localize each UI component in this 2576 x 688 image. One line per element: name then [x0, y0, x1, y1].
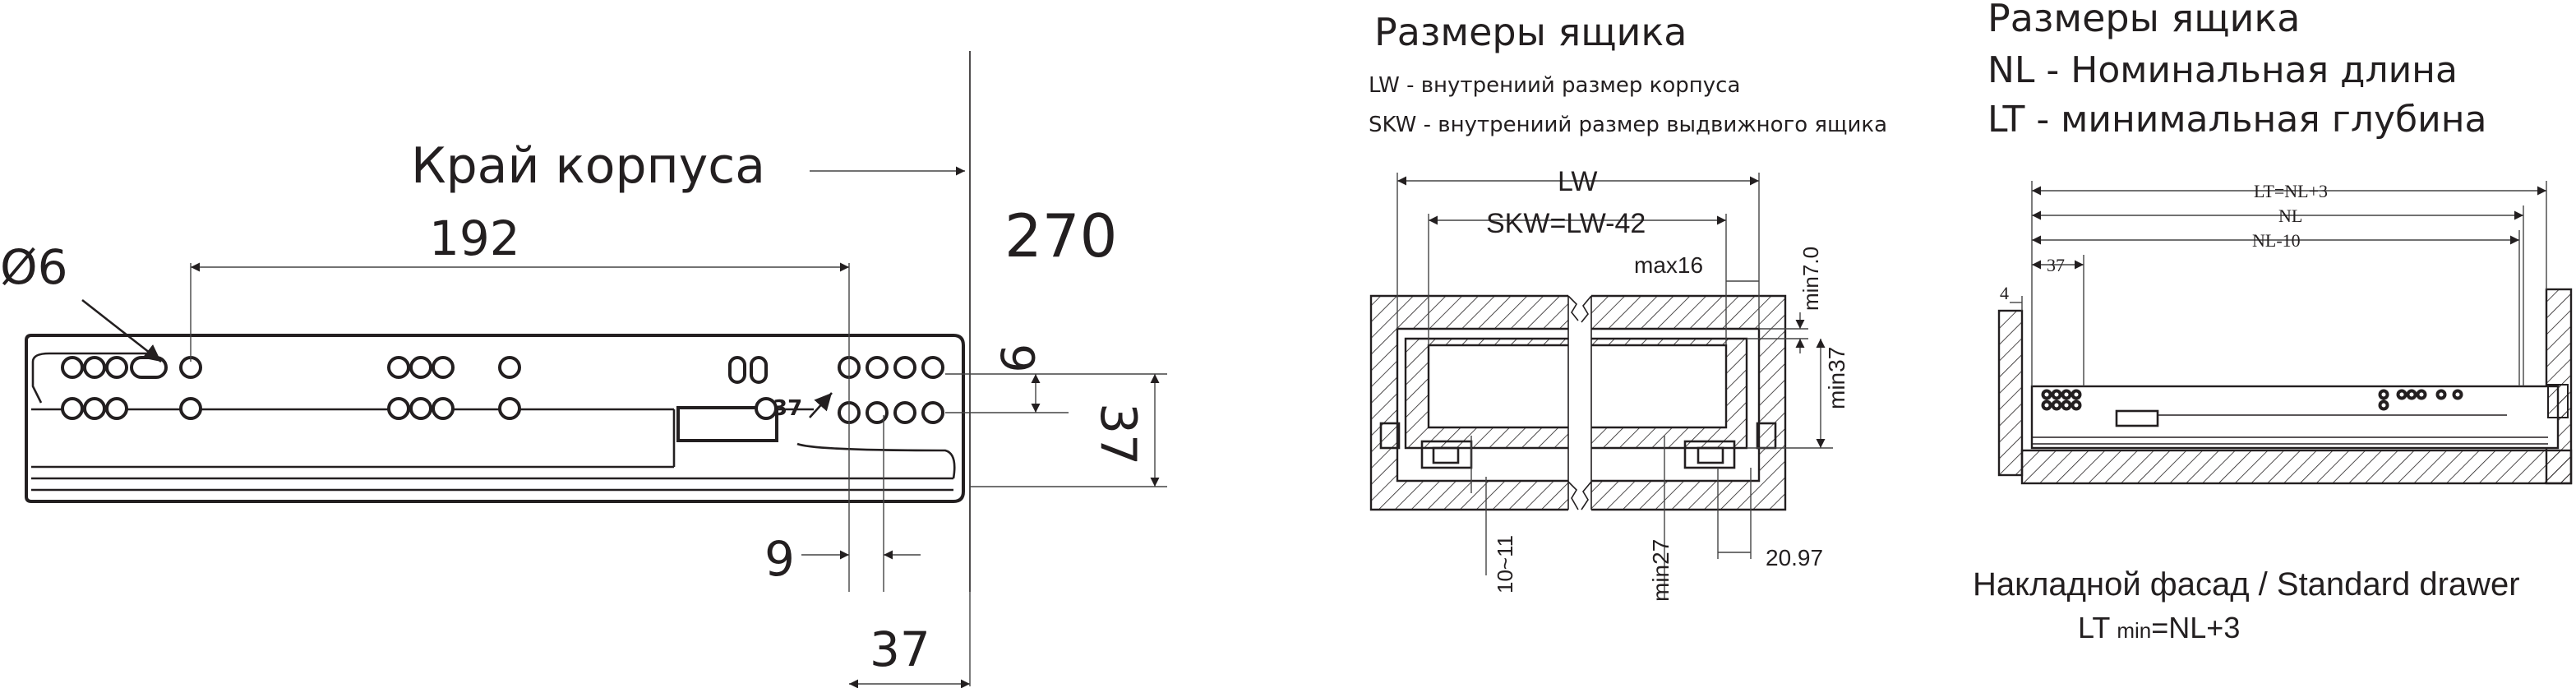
dim-skw-label: SKW=LW-42 [1486, 208, 1646, 239]
formula-sub: min [2117, 618, 2151, 643]
rail-curve [796, 442, 956, 479]
formula-lt: LT [2078, 611, 2110, 644]
dim-min27-label: min27 [1648, 539, 1673, 602]
cabinet-walls [1369, 294, 1787, 511]
dim-192-label: 192 [429, 210, 520, 266]
rail-holes [2041, 389, 2463, 411]
dim-37-small-label: 37 [773, 396, 802, 421]
break-symbol [1567, 481, 1592, 510]
front-panel [1997, 309, 2024, 477]
middle-title: Размеры ящика [1374, 10, 1687, 54]
dim-nl-label: NL [2278, 205, 2302, 226]
runner-right [1683, 440, 1736, 469]
drawer-back [2547, 384, 2569, 418]
cabinet-bottom [2020, 449, 2573, 485]
runner-right-inner [1697, 446, 1724, 464]
formula: LT min=NL+3 [2078, 611, 2240, 644]
rail-body [25, 334, 965, 503]
dim-37-right-label: 37 [1089, 403, 1147, 465]
dim-min37-label: min37 [1824, 347, 1849, 409]
slot-leader [809, 392, 833, 418]
legend-nl: NL - Номинальная длина [1987, 49, 2458, 91]
break-gap [1568, 289, 1591, 515]
dia6-label: Ø6 [0, 239, 68, 295]
slider-block [676, 406, 778, 442]
dim-lw-label: LW [1558, 166, 1597, 197]
dim-max16-label: max16 [1634, 252, 1703, 278]
right-title: Размеры ящика [1987, 0, 2300, 40]
legend-lw: LW - внутрениий размер корпуса [1369, 73, 1740, 98]
rail-hook [31, 352, 148, 404]
runner-left-inner [1432, 446, 1460, 464]
legend-skw: SKW - внутрениий размер выдвижного ящика [1369, 113, 1887, 137]
dim-37-label: 37 [2047, 255, 2065, 275]
holes-group-3 [728, 356, 944, 424]
dia6-leader [81, 298, 162, 363]
rail-side-view: Край корпуса 192 270 Ø6 37 9 37 9 37 [0, 51, 1167, 688]
dim-270-label: 270 [1004, 201, 1117, 270]
dim-9-bottom-label: 9 [764, 531, 795, 587]
drawer-section-view: Размеры ящика LW - внутрениий размер кор… [1369, 10, 1887, 602]
dim-20-97-label: 20.97 [1766, 545, 1823, 570]
holes-group-2 [387, 356, 521, 420]
break-symbol [1567, 295, 1592, 323]
holes-group-1 [61, 356, 202, 420]
dim-4-label: 4 [2000, 283, 2009, 303]
formula-rest: =NL+3 [2151, 611, 2240, 644]
drawer-caption: Накладной фасад / Standard drawer [1973, 566, 2520, 603]
dim-10-11-label: 10~11 [1493, 535, 1517, 593]
dim-min7-label: min7.0 [1798, 247, 1823, 311]
drawer-depth-view: Размеры ящика NL - Номинальная длина LT … [1973, 0, 2573, 644]
legend-lt: LT - минимальная глубина [1987, 99, 2486, 141]
drawer-box-side [2030, 385, 2560, 450]
rail-slider [2115, 409, 2159, 427]
dim-lt-label: LT=NL+3 [2254, 181, 2328, 201]
dim-37-bottom-label: 37 [870, 621, 930, 677]
dim-9-right-label: 9 [990, 344, 1043, 373]
clip-left [1379, 422, 1401, 450]
cabinet-edge-label: Край корпуса [411, 137, 765, 195]
dim-nl10-label: NL-10 [2252, 230, 2301, 251]
